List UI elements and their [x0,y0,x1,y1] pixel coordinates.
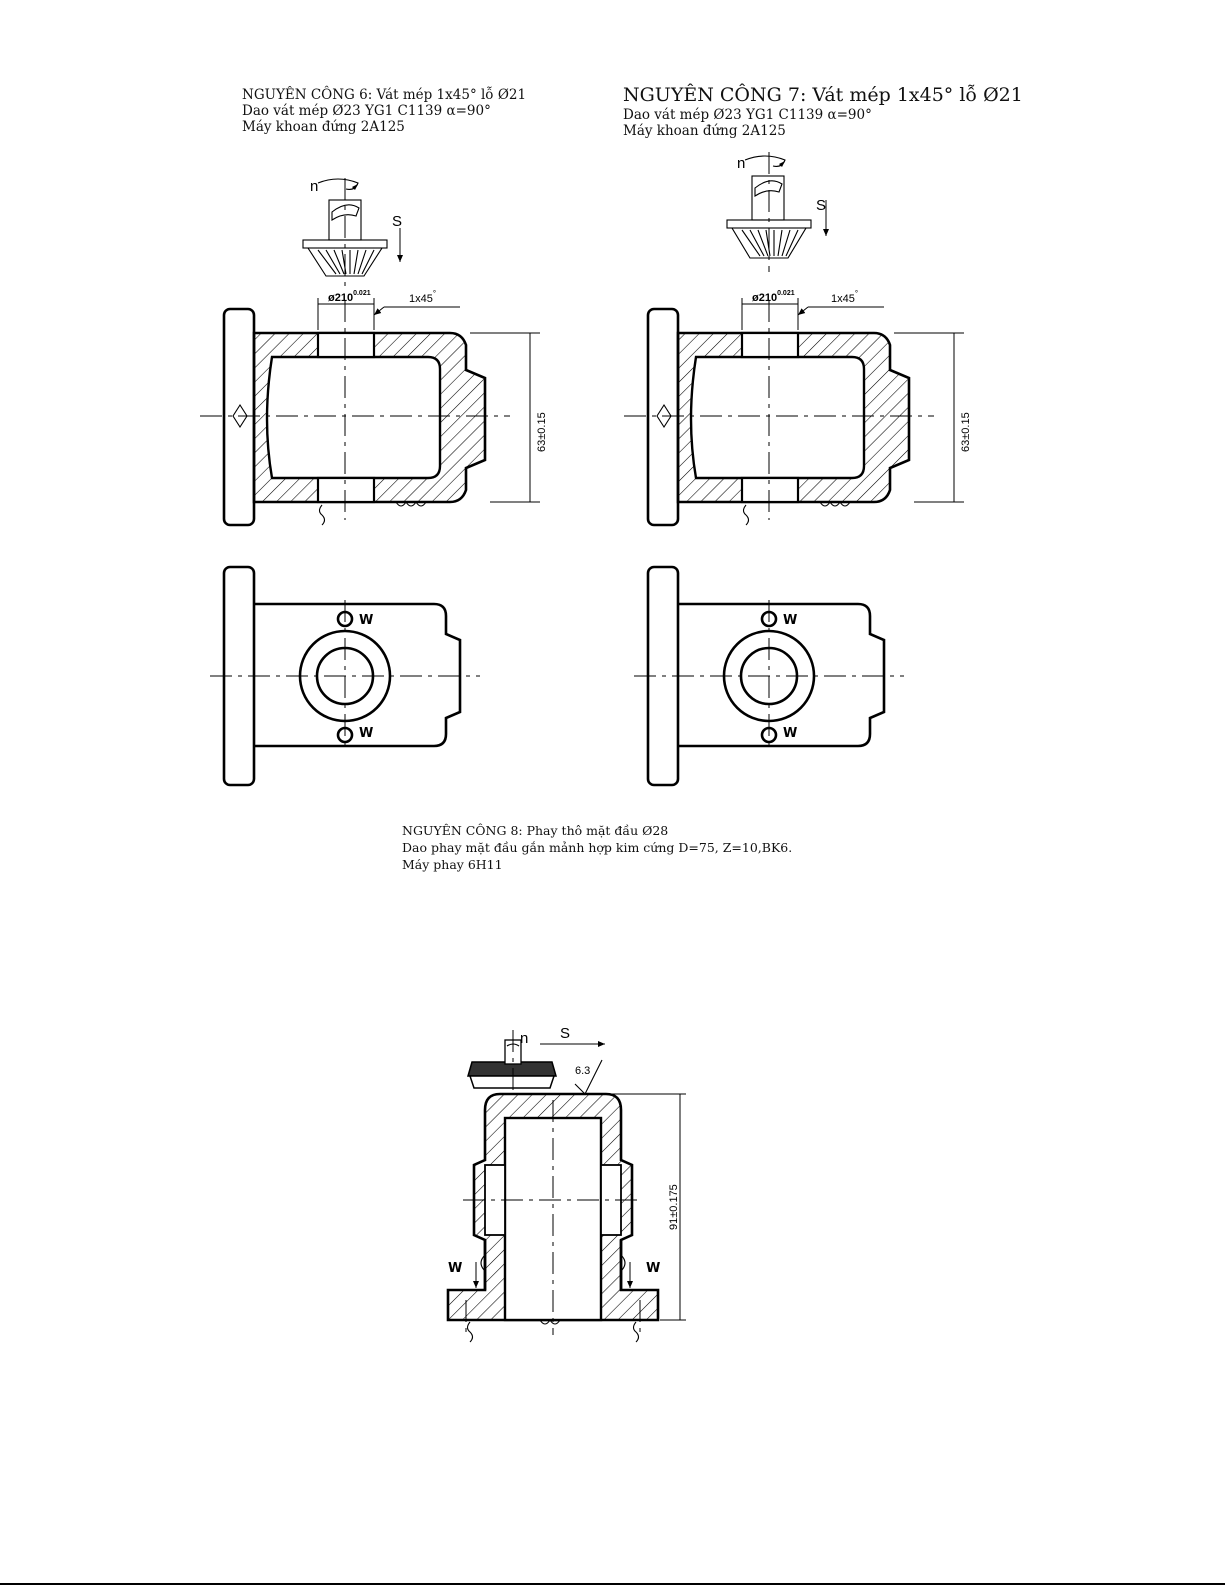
operation-6-title: NGUYÊN CÔNG 6: Vát mép 1x45° lỗ Ø21 [242,87,527,103]
operation-7-drawing: n S ø2100.021 [624,152,972,787]
operation-6-machine: Máy khoan đứng 2A125 [242,119,405,135]
operation-6-tool: Dao vát mép Ø23 YG1 C1139 α=90° [242,103,491,119]
operation-7-caption: NGUYÊN CÔNG 7: Vát mép 1x45° lỗ Ø21 Dao … [623,84,1023,139]
chamfer-tool-7: n S [726,152,829,272]
height-dim-label: 63±0.15 [960,412,972,452]
height-dim-label: 91±0.175 [668,1184,680,1230]
operation-8-drawing: n S 6.3 W W 91±0.175 [446,1025,686,1343]
clamp-bottom-label: W [783,726,797,741]
clamp-right-label: W [646,1261,660,1276]
operation-6-caption: NGUYÊN CÔNG 6: Vát mép 1x45° lỗ Ø21 Dao … [242,87,526,135]
spindle-label: n [310,178,318,195]
operation-6-drawing: n S ø2100.021 [200,178,548,787]
spindle-label: n [737,155,745,172]
hole-dim-label: ø2100.021 [752,290,795,304]
section-view-8: W W 91±0.175 [446,1092,686,1343]
operation-7-machine: Máy khoan đứng 2A125 [623,123,786,139]
operation-7-title: NGUYÊN CÔNG 7: Vát mép 1x45° lỗ Ø21 [623,84,1023,106]
operation-8-title: NGUYÊN CÔNG 8: Phay thô mặt đầu Ø28 [402,823,669,838]
hole-dim-label: ø2100.021 [328,290,371,304]
chamfer-label: 1x45° [831,289,858,305]
clamp-top-label: W [359,613,373,628]
top-view-6: W W [210,565,480,787]
height-dim-label: 63±0.15 [536,412,548,452]
feed-label: S [392,213,402,230]
face-mill-tool-8: n S 6.3 [467,1025,605,1095]
feed-label: S [560,1025,570,1042]
clamp-bottom-label: W [359,726,373,741]
chamfer-tool-6: n S [302,178,403,290]
operation-7-tool: Dao vát mép Ø23 YG1 C1139 α=90° [623,107,872,123]
spindle-label: n [520,1030,528,1047]
section-view-6: ø2100.021 1x45° 63±0.15 [200,289,548,527]
chamfer-label: 1x45° [409,289,436,305]
feed-label: S [816,197,826,214]
top-view-7: W W [634,565,904,787]
operation-8-caption: NGUYÊN CÔNG 8: Phay thô mặt đầu Ø28 Dao … [402,822,792,873]
clamp-left-label: W [448,1261,462,1276]
clamp-top-label: W [783,613,797,628]
operation-8-tool: Dao phay mặt đầu gắn mảnh hợp kim cứng D… [402,840,793,855]
operation-8-machine: Máy phay 6H11 [402,857,503,872]
section-view-7: ø2100.021 1x45° 63±0.15 [624,289,972,527]
roughness-label: 6.3 [575,1065,590,1077]
page-bottom-border [0,1583,1225,1585]
